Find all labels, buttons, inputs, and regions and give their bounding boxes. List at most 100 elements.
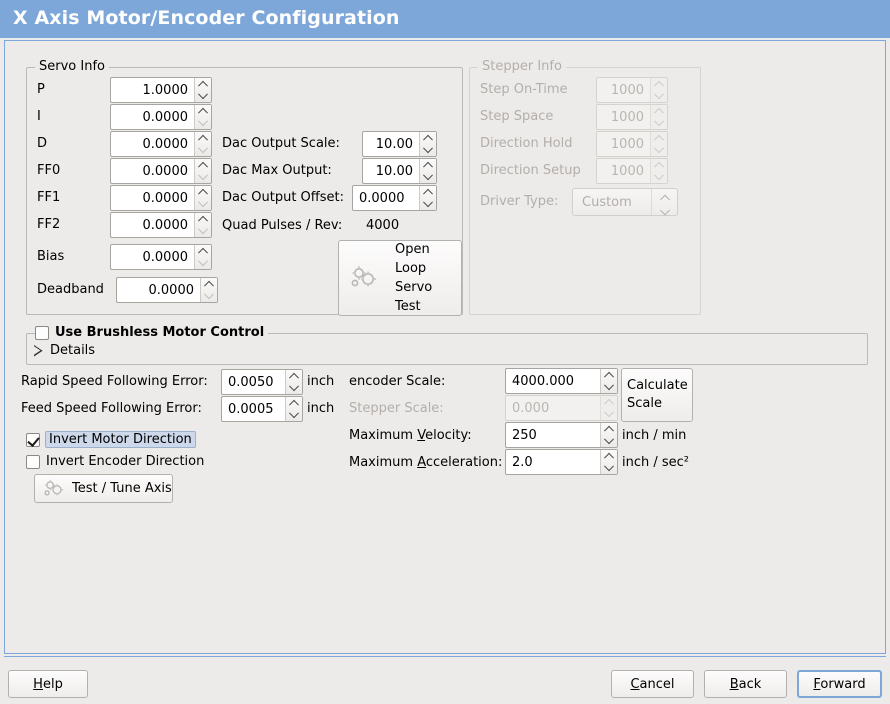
spin-down-icon[interactable] xyxy=(420,198,436,210)
direction-setup-spinbox: 1000 xyxy=(596,158,668,184)
feed-following-error-spinbox[interactable]: 0.0005 xyxy=(221,396,303,422)
servo-bias-spinbox[interactable]: 0.0000 xyxy=(110,244,212,270)
spin-down-icon[interactable] xyxy=(286,382,302,394)
spin-up-icon[interactable] xyxy=(195,245,211,257)
spin-down-icon[interactable] xyxy=(195,225,211,237)
spin-up-icon[interactable] xyxy=(201,278,217,290)
back-button[interactable]: Back xyxy=(704,670,787,698)
servo-i-spinbox[interactable]: 0.0000 xyxy=(110,104,212,130)
dac-output-offset-spin-buttons[interactable] xyxy=(419,186,436,210)
spin-up-icon[interactable] xyxy=(420,132,436,144)
dac-output-scale-value[interactable]: 10.00 xyxy=(375,136,413,152)
spin-down-icon[interactable] xyxy=(195,144,211,156)
spin-up-icon[interactable] xyxy=(601,369,617,381)
servo-d-value[interactable]: 0.0000 xyxy=(142,136,189,152)
servo-ff2-spin-buttons[interactable] xyxy=(194,213,211,237)
spin-down-icon[interactable] xyxy=(286,409,302,421)
servo-ff1-label: FF1 xyxy=(37,190,61,205)
help-button[interactable]: Help xyxy=(8,670,88,698)
feed-following-error-value[interactable]: 0.0005 xyxy=(228,401,274,417)
spin-up-icon[interactable] xyxy=(195,132,211,144)
dac-output-scale-spinbox[interactable]: 10.00 xyxy=(362,131,437,157)
spin-up-icon[interactable] xyxy=(195,105,211,117)
checkbox-box[interactable] xyxy=(26,454,40,469)
spin-up-icon[interactable] xyxy=(420,186,436,198)
calculate-scale-button[interactable]: Calculate Scale xyxy=(621,368,693,422)
servo-ff0-spinbox[interactable]: 0.0000 xyxy=(110,158,212,184)
chevron-right-icon[interactable] xyxy=(34,345,43,357)
test-tune-axis-button[interactable]: Test / Tune Axis xyxy=(34,474,173,503)
invert-motor-direction-checkbox[interactable]: Invert Motor Direction xyxy=(26,431,196,448)
maximum-velocity-spinbox[interactable]: 250 xyxy=(505,422,618,448)
spin-down-icon[interactable] xyxy=(195,171,211,183)
servo-deadband-spin-buttons[interactable] xyxy=(200,278,217,302)
servo-d-spinbox[interactable]: 0.0000 xyxy=(110,131,212,157)
rapid-following-error-value[interactable]: 0.0050 xyxy=(228,374,274,390)
servo-i-spin-buttons[interactable] xyxy=(194,105,211,129)
details-expander[interactable]: Details xyxy=(34,343,95,358)
dac-output-offset-spinbox[interactable]: 0.0000 xyxy=(352,185,437,211)
encoder-scale-spin-buttons[interactable] xyxy=(600,369,617,393)
servo-deadband-spinbox[interactable]: 0.0000 xyxy=(116,277,218,303)
spin-up-icon[interactable] xyxy=(601,423,617,435)
maximum-velocity-spin-buttons[interactable] xyxy=(600,423,617,447)
spin-up-icon[interactable] xyxy=(195,213,211,225)
servo-p-spin-buttons[interactable] xyxy=(194,78,211,102)
servo-ff2-spinbox[interactable]: 0.0000 xyxy=(110,212,212,238)
dac-max-output-value[interactable]: 10.00 xyxy=(375,163,413,179)
spin-up-icon[interactable] xyxy=(601,450,617,462)
feed-following-error-spin-buttons[interactable] xyxy=(285,397,302,421)
spin-down-icon[interactable] xyxy=(601,462,617,474)
servo-ff1-value[interactable]: 0.0000 xyxy=(142,190,189,206)
cancel-button[interactable]: Cancel xyxy=(611,670,694,698)
maximum-acceleration-spin-buttons[interactable] xyxy=(600,450,617,474)
spin-down-icon[interactable] xyxy=(201,290,217,302)
spin-up-icon[interactable] xyxy=(286,397,302,409)
dac-max-output-spin-buttons[interactable] xyxy=(419,159,436,183)
rapid-following-error-spin-buttons[interactable] xyxy=(285,370,302,394)
maximum-velocity-value[interactable]: 250 xyxy=(512,427,537,443)
spin-up-icon[interactable] xyxy=(420,159,436,171)
servo-ff2-value[interactable]: 0.0000 xyxy=(142,217,189,233)
spin-up-icon[interactable] xyxy=(195,78,211,90)
stepper-scale-spin-buttons xyxy=(600,396,617,420)
encoder-scale-value[interactable]: 4000.000 xyxy=(512,373,575,389)
spin-down-icon[interactable] xyxy=(195,90,211,102)
servo-ff1-spinbox[interactable]: 0.0000 xyxy=(110,185,212,211)
help-rest: elp xyxy=(42,676,63,692)
servo-d-spin-buttons[interactable] xyxy=(194,132,211,156)
servo-bias-value[interactable]: 0.0000 xyxy=(142,249,189,265)
dac-output-offset-value[interactable]: 0.0000 xyxy=(359,190,405,206)
rapid-following-error-spinbox[interactable]: 0.0050 xyxy=(221,369,303,395)
spin-up-icon[interactable] xyxy=(195,159,211,171)
spin-up-icon[interactable] xyxy=(195,186,211,198)
servo-p-spinbox[interactable]: 1.0000 xyxy=(110,77,212,103)
servo-i-value[interactable]: 0.0000 xyxy=(142,109,189,125)
spin-down-icon[interactable] xyxy=(601,435,617,447)
spin-up-icon[interactable] xyxy=(286,370,302,382)
spin-down-icon[interactable] xyxy=(195,198,211,210)
checkbox-box[interactable] xyxy=(26,432,40,447)
servo-deadband-value[interactable]: 0.0000 xyxy=(148,282,195,298)
servo-bias-spin-buttons[interactable] xyxy=(194,245,211,269)
servo-ff0-spin-buttons[interactable] xyxy=(194,159,211,183)
servo-p-value[interactable]: 1.0000 xyxy=(142,82,189,98)
use-brushless-checkbox[interactable]: Use Brushless Motor Control xyxy=(35,325,264,341)
servo-i-label: I xyxy=(37,109,41,124)
spin-down-icon[interactable] xyxy=(195,257,211,269)
maximum-acceleration-value[interactable]: 2.0 xyxy=(512,454,533,470)
encoder-scale-spinbox[interactable]: 4000.000 xyxy=(505,368,618,394)
invert-encoder-direction-checkbox[interactable]: Invert Encoder Direction xyxy=(26,454,204,469)
spin-down-icon[interactable] xyxy=(420,171,436,183)
spin-down-icon[interactable] xyxy=(420,144,436,156)
spin-down-icon[interactable] xyxy=(601,381,617,393)
open-loop-servo-test-button[interactable]: Open Loop Servo Test xyxy=(338,240,462,316)
dac-output-scale-spin-buttons[interactable] xyxy=(419,132,436,156)
dac-max-output-spinbox[interactable]: 10.00 xyxy=(362,158,437,184)
maximum-acceleration-spinbox[interactable]: 2.0 xyxy=(505,449,618,475)
checkbox-box[interactable] xyxy=(35,326,49,340)
spin-down-icon[interactable] xyxy=(195,117,211,129)
servo-ff1-spin-buttons[interactable] xyxy=(194,186,211,210)
servo-ff0-value[interactable]: 0.0000 xyxy=(142,163,189,179)
forward-button[interactable]: Forward xyxy=(797,670,882,698)
